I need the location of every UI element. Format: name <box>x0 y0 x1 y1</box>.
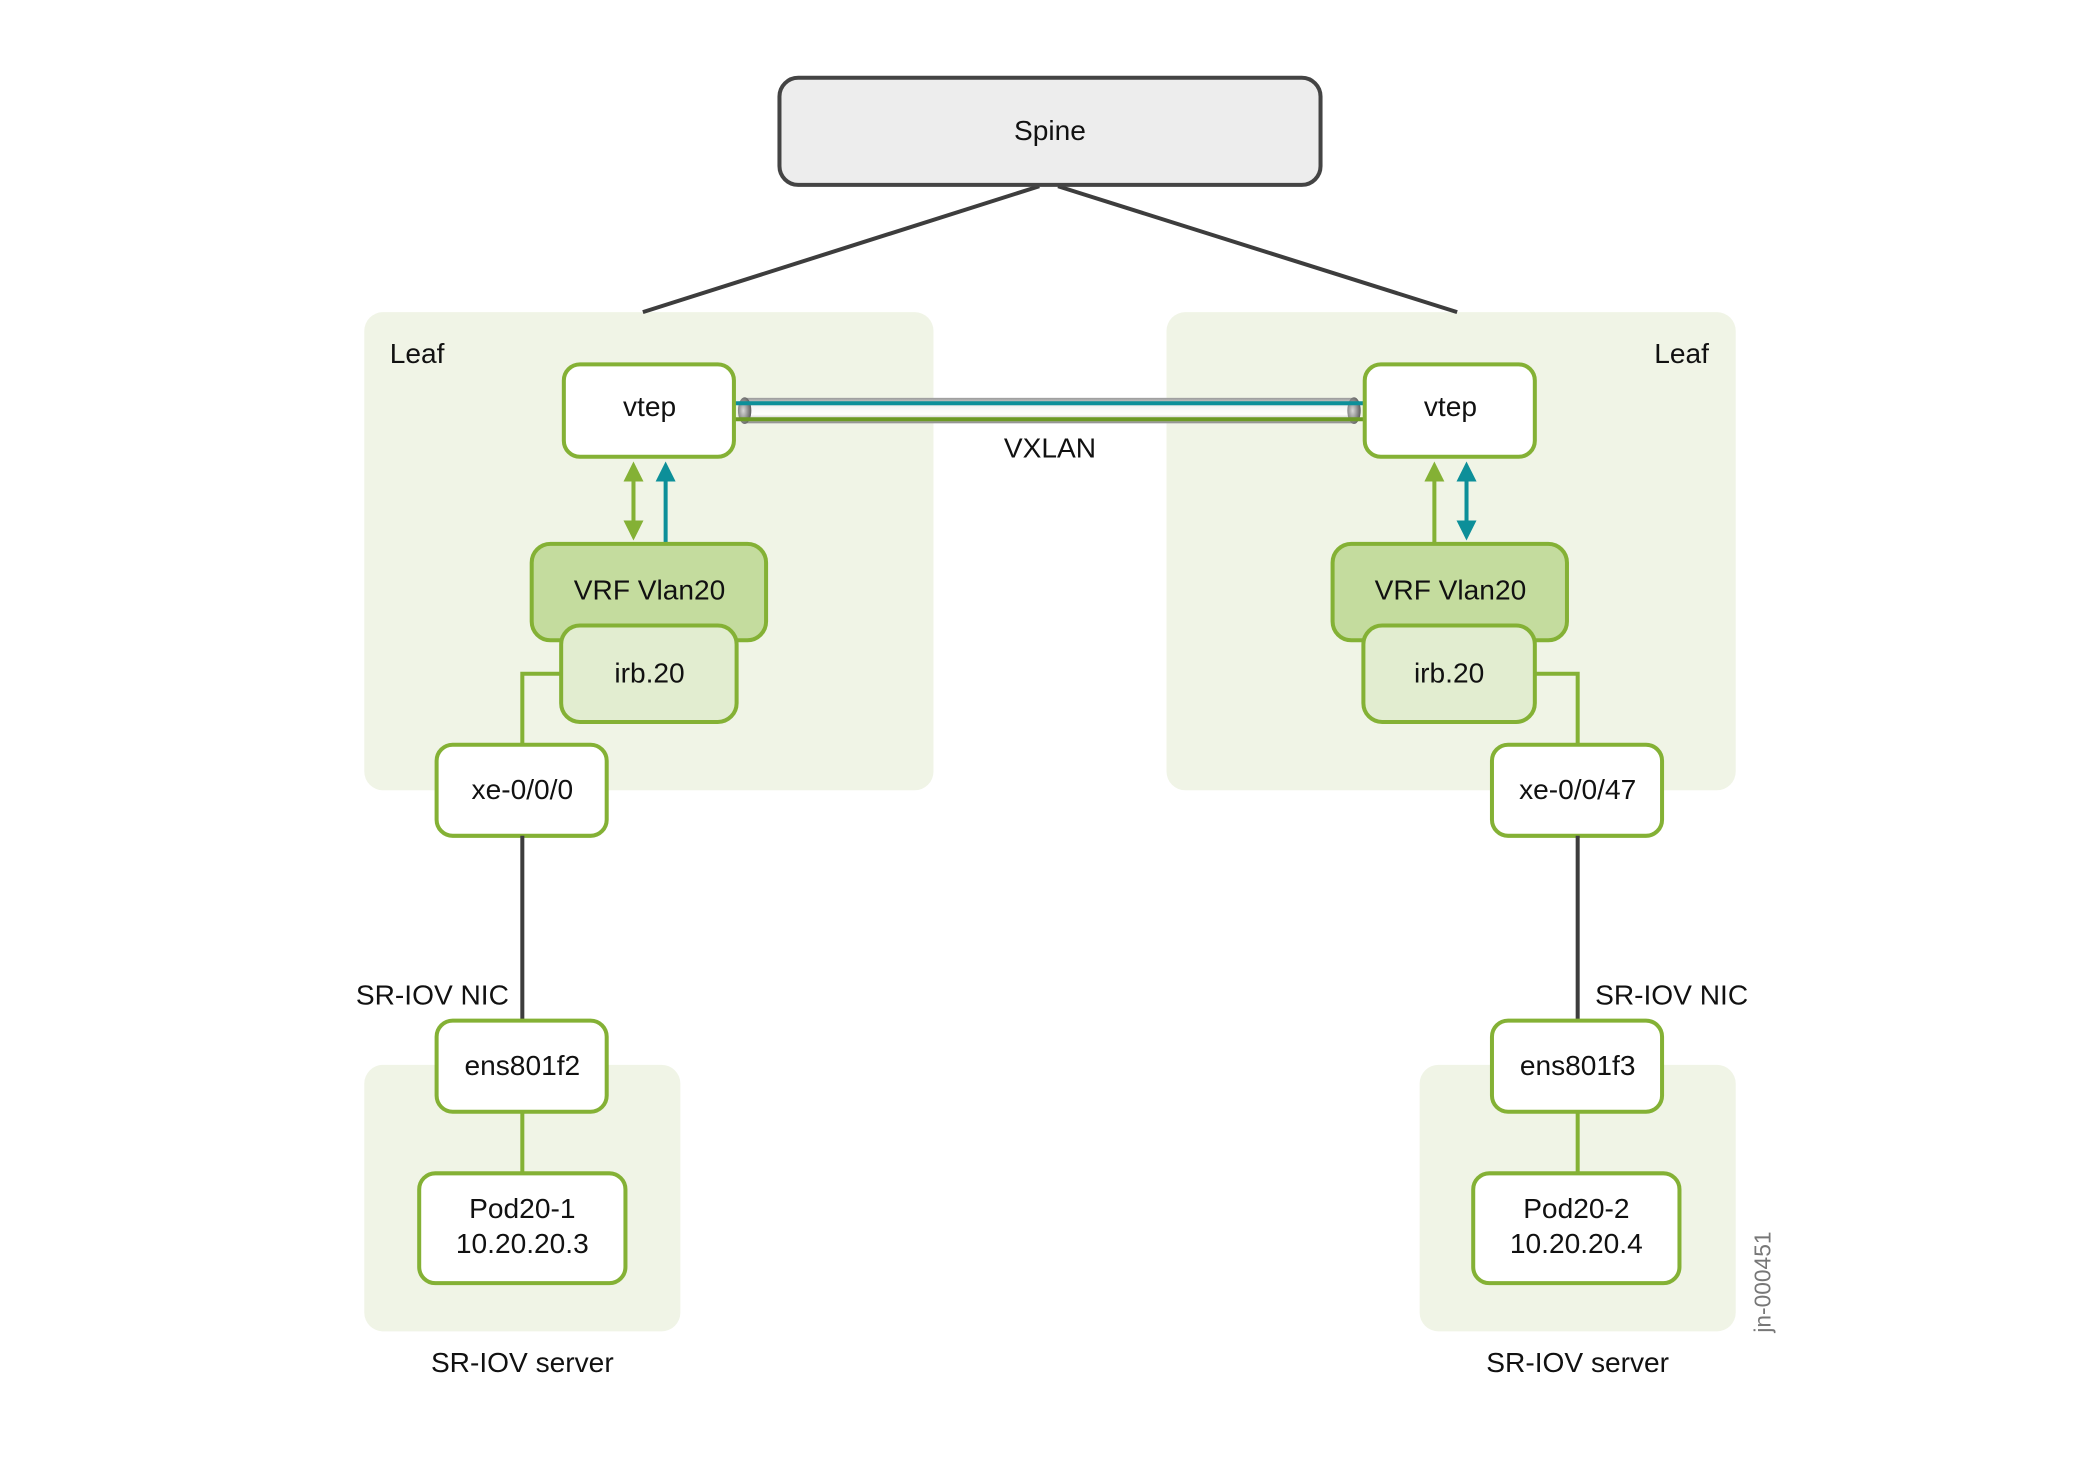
left-vtep-label: vtep <box>623 391 676 422</box>
left-port-node[interactable]: xe-0/0/0 <box>434 742 609 838</box>
spine-node[interactable]: Spine <box>777 75 1323 187</box>
right-vrf-node[interactable]: VRF Vlan20 <box>1330 541 1569 643</box>
right-pod-name: Pod20-2 <box>1523 1193 1629 1224</box>
right-server-label: SR-IOV server <box>1486 1347 1669 1378</box>
left-nic-text: ens801f2 <box>464 1050 580 1081</box>
left-server-label: SR-IOV server <box>431 1347 614 1378</box>
right-pod-ip: 10.20.20.4 <box>1510 1228 1643 1259</box>
right-leaf-label: Leaf <box>1654 338 1709 369</box>
vxlan-tunnel <box>735 397 1365 424</box>
left-nic-label: SR-IOV NIC <box>356 980 509 1011</box>
left-pod-name: Pod20-1 <box>469 1193 575 1224</box>
right-irb-port-link <box>1534 671 1580 745</box>
left-pod-ip: 10.20.20.3 <box>456 1228 589 1259</box>
right-nic-text: ens801f3 <box>1520 1050 1636 1081</box>
left-pod-node[interactable]: Pod20-1 10.20.20.3 <box>417 1171 628 1286</box>
left-leaf-label: Leaf <box>390 338 445 369</box>
right-irb-label: irb.20 <box>1414 658 1484 689</box>
right-nic-node[interactable]: ens801f3 <box>1489 1018 1665 1114</box>
figure-id: jn-000451 <box>1750 1231 1776 1333</box>
spine-label: Spine <box>1014 115 1086 146</box>
right-irb-node[interactable]: irb.20 <box>1361 623 1537 724</box>
right-vtep-node[interactable]: vtep <box>1362 362 1537 459</box>
left-port-label: xe-0/0/0 <box>472 774 574 805</box>
right-vrf-label: VRF Vlan20 <box>1375 574 1527 605</box>
right-vtep-label: vtep <box>1424 391 1477 422</box>
vxlan-label: VXLAN <box>1004 433 1096 464</box>
right-nic-label: SR-IOV NIC <box>1595 980 1748 1011</box>
right-port-node[interactable]: xe-0/0/47 <box>1489 742 1665 838</box>
left-vrf-label: VRF Vlan20 <box>574 574 726 605</box>
left-irb-node[interactable]: irb.20 <box>559 623 739 724</box>
left-vrf-node[interactable]: VRF Vlan20 <box>529 541 769 643</box>
right-pod-node[interactable]: Pod20-2 10.20.20.4 <box>1471 1171 1682 1286</box>
left-vtep-node[interactable]: vtep <box>561 362 736 459</box>
spine-left-link <box>642 184 1040 315</box>
left-nic-node[interactable]: ens801f2 <box>434 1018 609 1114</box>
spine-right-link <box>1057 184 1458 315</box>
left-irb-port-link <box>520 671 563 745</box>
right-port-label: xe-0/0/47 <box>1519 774 1636 805</box>
left-irb-label: irb.20 <box>614 658 684 689</box>
